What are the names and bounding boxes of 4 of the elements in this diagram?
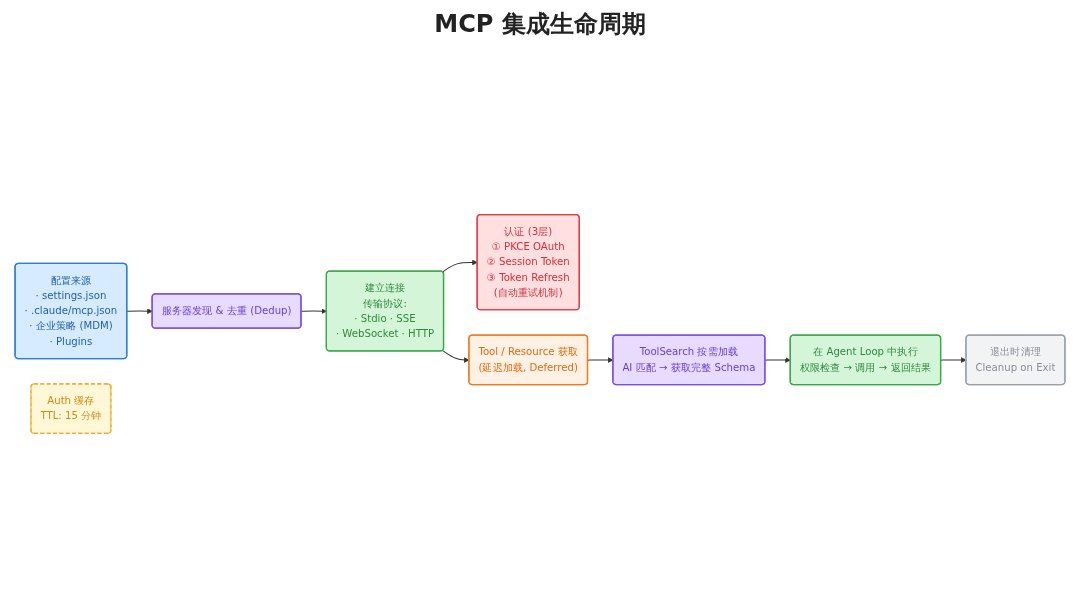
arrow xyxy=(126,308,153,314)
arrow xyxy=(764,357,791,363)
diagram-title: MCP 集成生命周期 xyxy=(433,9,647,40)
arrow xyxy=(442,259,478,273)
